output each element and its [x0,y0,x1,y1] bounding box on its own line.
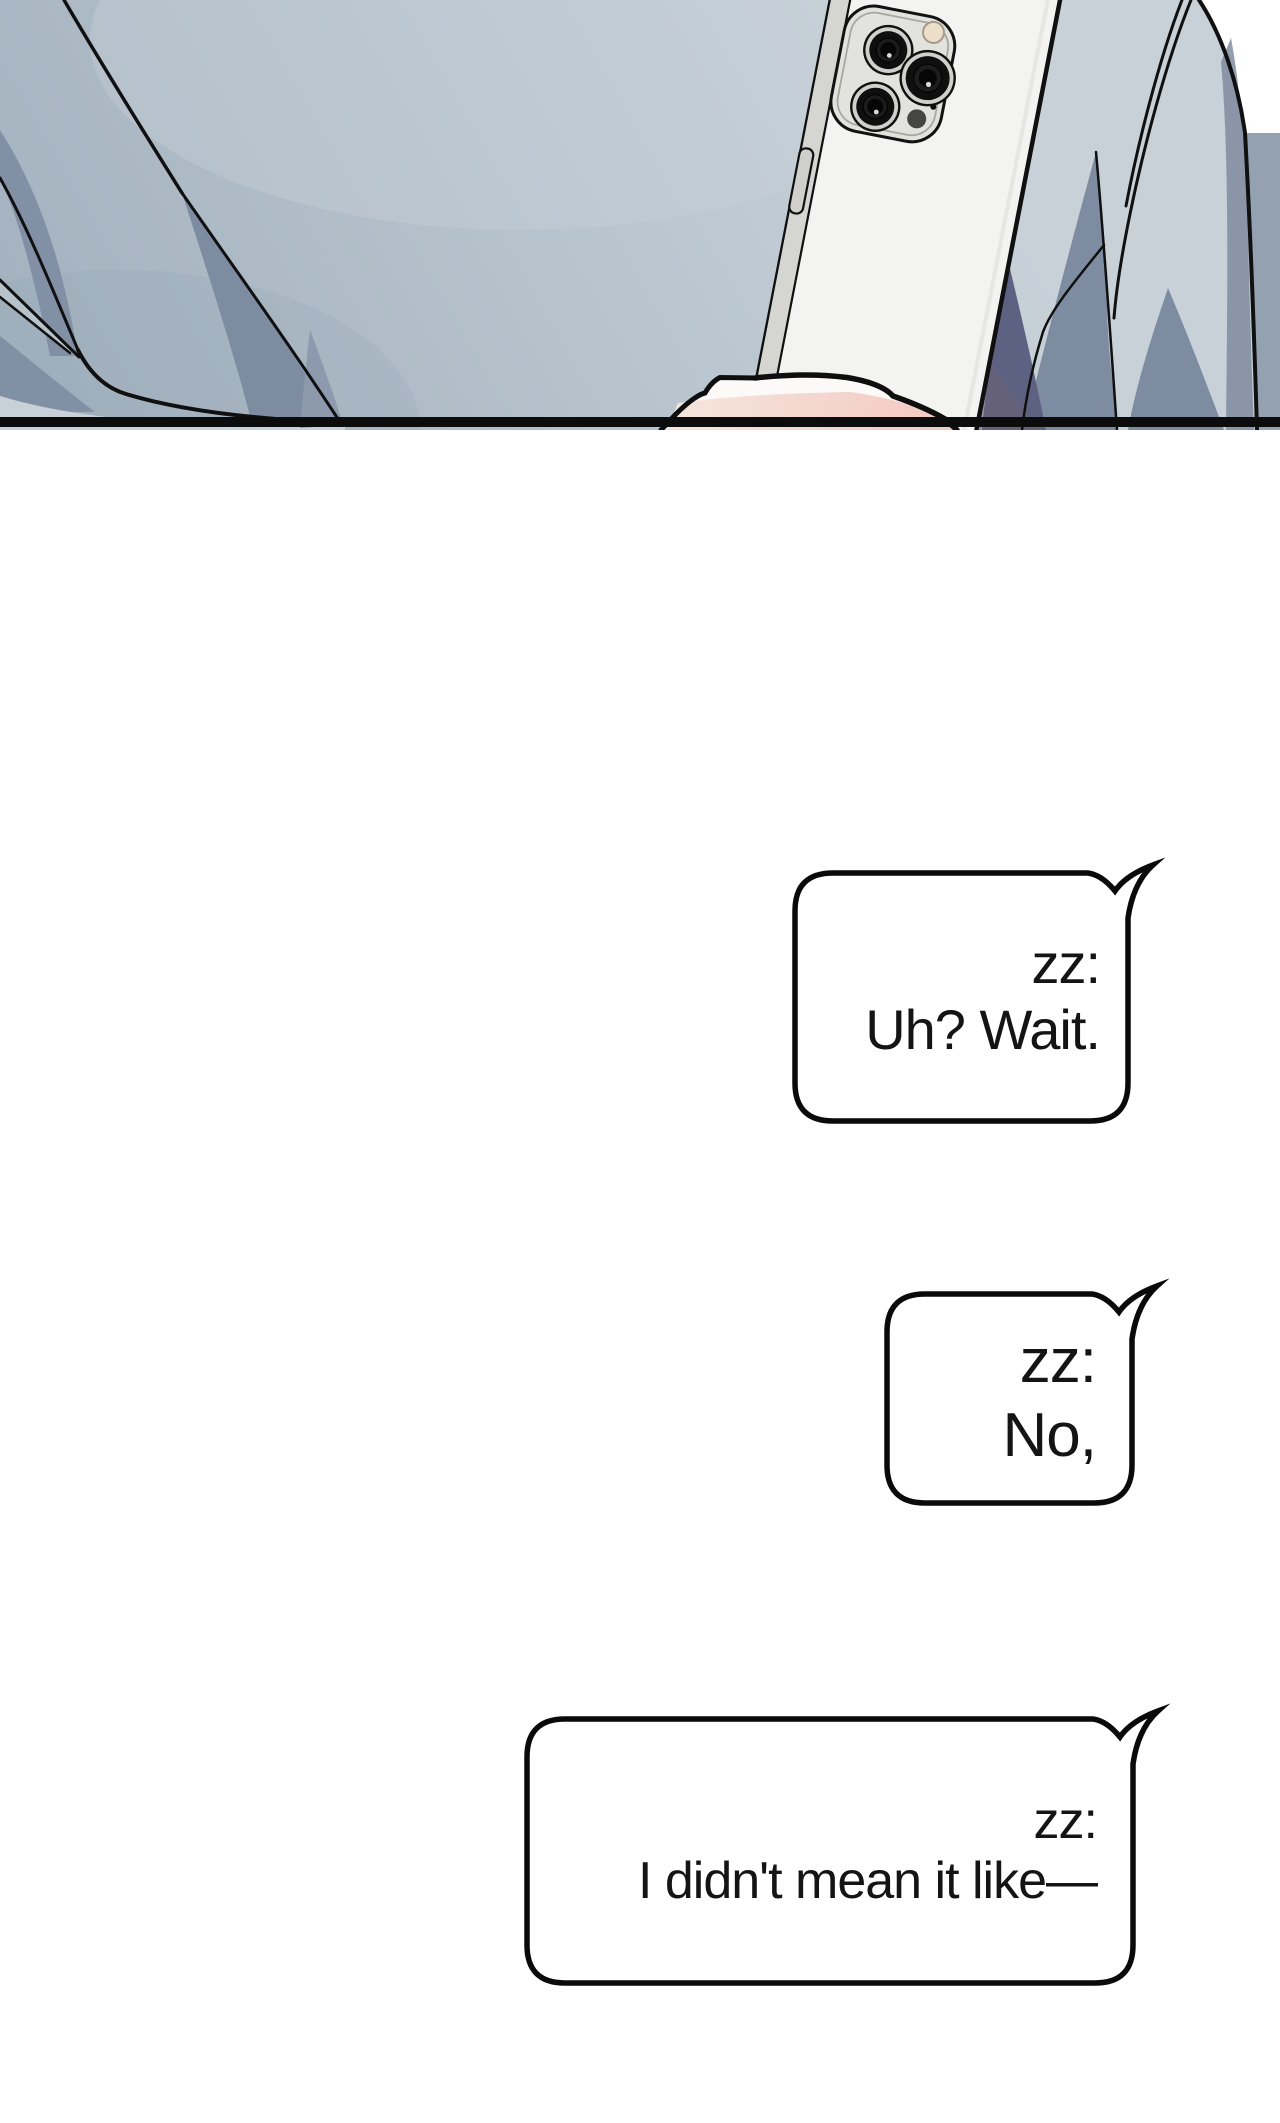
camera-flash [922,20,946,44]
panel-illustration [0,0,1280,430]
speech-bubble: zz: I didn't mean it like— [524,1703,1171,1986]
bubble-speaker-label: zz: [1019,1326,1097,1396]
bubble-message: Uh? Wait. [865,998,1101,1061]
speech-bubble: zz: Uh? Wait. [792,857,1166,1124]
camera-lens-main [899,49,956,107]
camera-lens-top [863,24,914,76]
camera-mic-dot [930,103,937,110]
panel-illustration-svg [0,0,1280,430]
camera-module [829,4,957,144]
panel-divider-line [0,417,1280,427]
phone-volume-button [788,147,815,215]
bubble-message: No, [1002,1400,1097,1470]
bubble-speaker-label: zz: [1031,932,1101,995]
camera-lens-bottom [850,81,901,132]
bubble-speaker-label: zz: [1033,1792,1098,1850]
speech-bubble: zz: No, [884,1278,1170,1506]
phone-illustration [745,0,1069,430]
bubble-message: I didn't mean it like— [637,1852,1098,1910]
camera-lidar [907,109,927,129]
